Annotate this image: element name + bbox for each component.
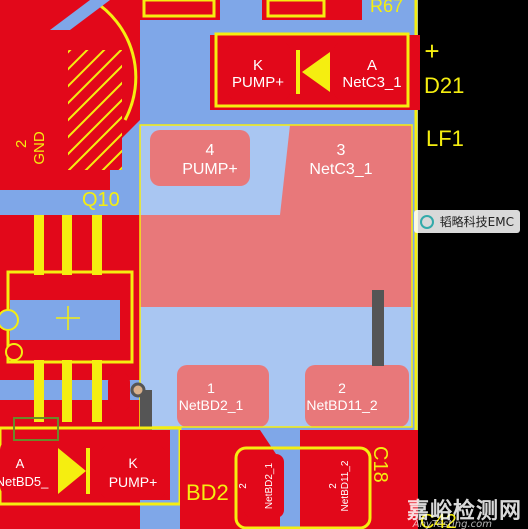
q10-lead-1 <box>34 215 44 275</box>
lf1-pad3-number: 3 <box>337 142 346 159</box>
lf1-silk-outline <box>139 124 413 428</box>
lf1-pad-3[interactable] <box>290 130 408 200</box>
cap-outline-arc <box>91 0 138 121</box>
d8-k-letter: K <box>128 455 138 471</box>
bd2-pad1-number: 2 <box>328 483 339 489</box>
lf1-pad-4[interactable] <box>150 130 250 186</box>
d8-a-letter: A <box>16 456 25 471</box>
r67-label: R67 <box>370 0 403 16</box>
bd2-pad-2[interactable] <box>244 454 284 518</box>
q10-lead-2 <box>62 215 72 275</box>
r67-silk-right <box>266 0 326 18</box>
watermark-account-badge: 韬略科技EMC <box>413 210 520 233</box>
c42-designator: C42 <box>420 511 457 529</box>
via[interactable] <box>130 382 146 398</box>
q10-lead-5 <box>62 360 72 422</box>
bd2-pad2-net: NetBD2_1 <box>264 462 275 509</box>
c18-designator: C18 <box>369 446 391 483</box>
q10-mount-hole[interactable] <box>0 309 19 331</box>
r67-silk-left <box>142 0 216 18</box>
d8-pad-a[interactable] <box>0 440 46 496</box>
clearance-notch <box>50 0 110 30</box>
d21-k-letter: K <box>253 57 263 74</box>
watermark-site-url: AnyTesting.com <box>412 519 492 529</box>
q10-lead-4 <box>34 360 44 422</box>
lf1-pad4-number: 4 <box>206 142 215 159</box>
q10-origin-mark <box>56 306 80 330</box>
q10-lead-6 <box>92 360 102 422</box>
gnd-pin-number: 2 <box>13 140 30 148</box>
lf1-designator: LF1 <box>426 126 464 151</box>
lf1-trace-left <box>140 390 152 430</box>
d21-pad-k[interactable] <box>228 42 290 100</box>
lf1-pad1-number: 1 <box>207 380 215 396</box>
bd2-pad2-number: 2 <box>238 483 249 489</box>
hatched-polarity-pad[interactable] <box>68 50 122 170</box>
lf1-pad2-number: 2 <box>338 380 346 396</box>
bd2-pad1-net: NetBD11_2 <box>340 460 351 511</box>
lf1-pad-1[interactable] <box>177 365 269 427</box>
q10-lead-3 <box>92 215 102 275</box>
bd2-designator: BD2 <box>186 480 229 505</box>
watermark-site-name: 嘉峪检测网 <box>406 499 522 524</box>
lf1-pad4-net: PUMP+ <box>182 161 238 178</box>
lf1-trace-right <box>372 290 384 366</box>
board-outside <box>418 0 528 529</box>
q10-tab-clearance <box>10 300 120 340</box>
bd2-pad-1[interactable] <box>322 454 362 518</box>
d21-designator: D21 <box>424 73 464 98</box>
d8-lead-box-left <box>13 417 59 441</box>
q10-side-pad[interactable] <box>108 372 130 412</box>
lf1-pad-2[interactable] <box>305 365 409 427</box>
d21-pad-a[interactable] <box>334 42 406 100</box>
d8-diode-symbol <box>58 448 86 494</box>
d21-polarity-plus: + <box>424 36 439 66</box>
d21-silk-outline <box>214 32 410 108</box>
lf1-pad3-net: NetC3_1 <box>309 161 372 178</box>
d8-pad-k[interactable] <box>100 445 166 499</box>
d8-k-net: PUMP+ <box>109 474 158 490</box>
watermark-site: 嘉峪检测网 AnyTesting.com <box>406 493 522 529</box>
d21-a-net: NetC3_1 <box>342 74 401 91</box>
q10-pad-small[interactable] <box>5 343 23 361</box>
watermark-account-name: 韬略科技EMC <box>439 215 514 229</box>
lf1-pad1-net: NetBD2_1 <box>179 397 244 413</box>
wechat-logo-icon <box>419 214 434 229</box>
q10-designator: Q10 <box>82 189 120 211</box>
lf1-pad2-net: NetBD11_2 <box>306 397 378 413</box>
gnd-label: GND <box>31 131 48 165</box>
d8-a-net: NetBD5_ <box>0 474 49 489</box>
d21-diode-symbol <box>302 52 330 92</box>
bd2-silk-outline <box>234 446 372 529</box>
d21-a-letter: A <box>367 57 377 74</box>
lf1-copper-bridge[interactable] <box>140 215 412 307</box>
d21-k-net: PUMP+ <box>232 74 284 91</box>
